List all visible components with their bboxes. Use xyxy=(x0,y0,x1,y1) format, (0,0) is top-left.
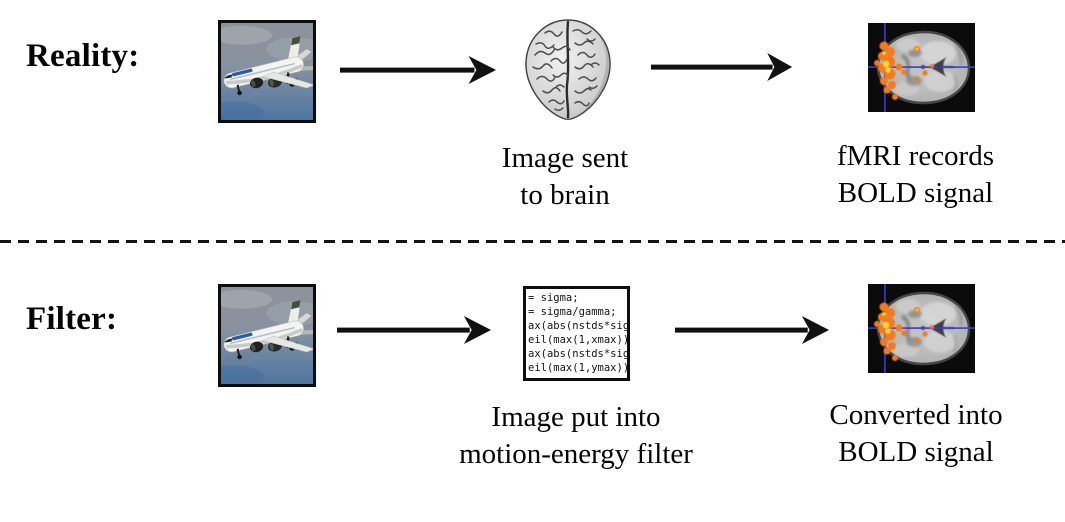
caption-line: motion-energy filter xyxy=(459,438,693,470)
code-line: = sigma; xyxy=(528,292,579,304)
code-line: ax(abs(nstds*sig xyxy=(528,348,630,360)
caption-converted-into-bold: Converted into BOLD signal xyxy=(802,397,1030,471)
airplane-photo-reality xyxy=(218,20,316,123)
fmri-activation-map-filter xyxy=(868,284,975,373)
fmri-activation-map-reality xyxy=(868,23,975,112)
right-arrow-icon xyxy=(675,316,830,344)
code-line: eil(max(1,xmax)) xyxy=(528,334,630,346)
right-arrow-icon xyxy=(651,53,793,81)
filter-row-label: Filter: xyxy=(26,301,118,337)
code-line: eil(max(1,ymax)) xyxy=(528,362,630,374)
right-arrow-icon xyxy=(337,316,492,344)
caption-line: Image put into xyxy=(491,401,661,433)
caption-line: fMRI records xyxy=(836,140,995,172)
code-line: = sigma/gamma; xyxy=(528,306,617,318)
caption-fmri-records-bold: fMRI records BOLD signal xyxy=(803,138,1028,212)
caption-image-put-into-filter: Image put into motion-energy filter xyxy=(425,399,727,473)
motion-energy-filter-code-snippet: = sigma; = sigma/gamma; ax(abs(nstds*sig… xyxy=(523,286,630,381)
reality-row-label: Reality: xyxy=(26,38,140,74)
caption-line: to brain xyxy=(520,179,610,211)
dashed-divider xyxy=(0,240,1065,243)
caption-image-sent-to-brain: Image sent to brain xyxy=(465,140,665,214)
caption-line: Image sent xyxy=(501,142,629,174)
airplane-photo-filter xyxy=(218,284,316,387)
right-arrow-icon xyxy=(340,56,497,84)
code-line: ax(abs(nstds*sig xyxy=(528,320,630,332)
caption-line: BOLD signal xyxy=(837,177,994,209)
caption-line: BOLD signal xyxy=(838,436,994,468)
caption-line: Converted into xyxy=(829,399,1003,431)
brain-top-view-icon xyxy=(524,18,612,121)
